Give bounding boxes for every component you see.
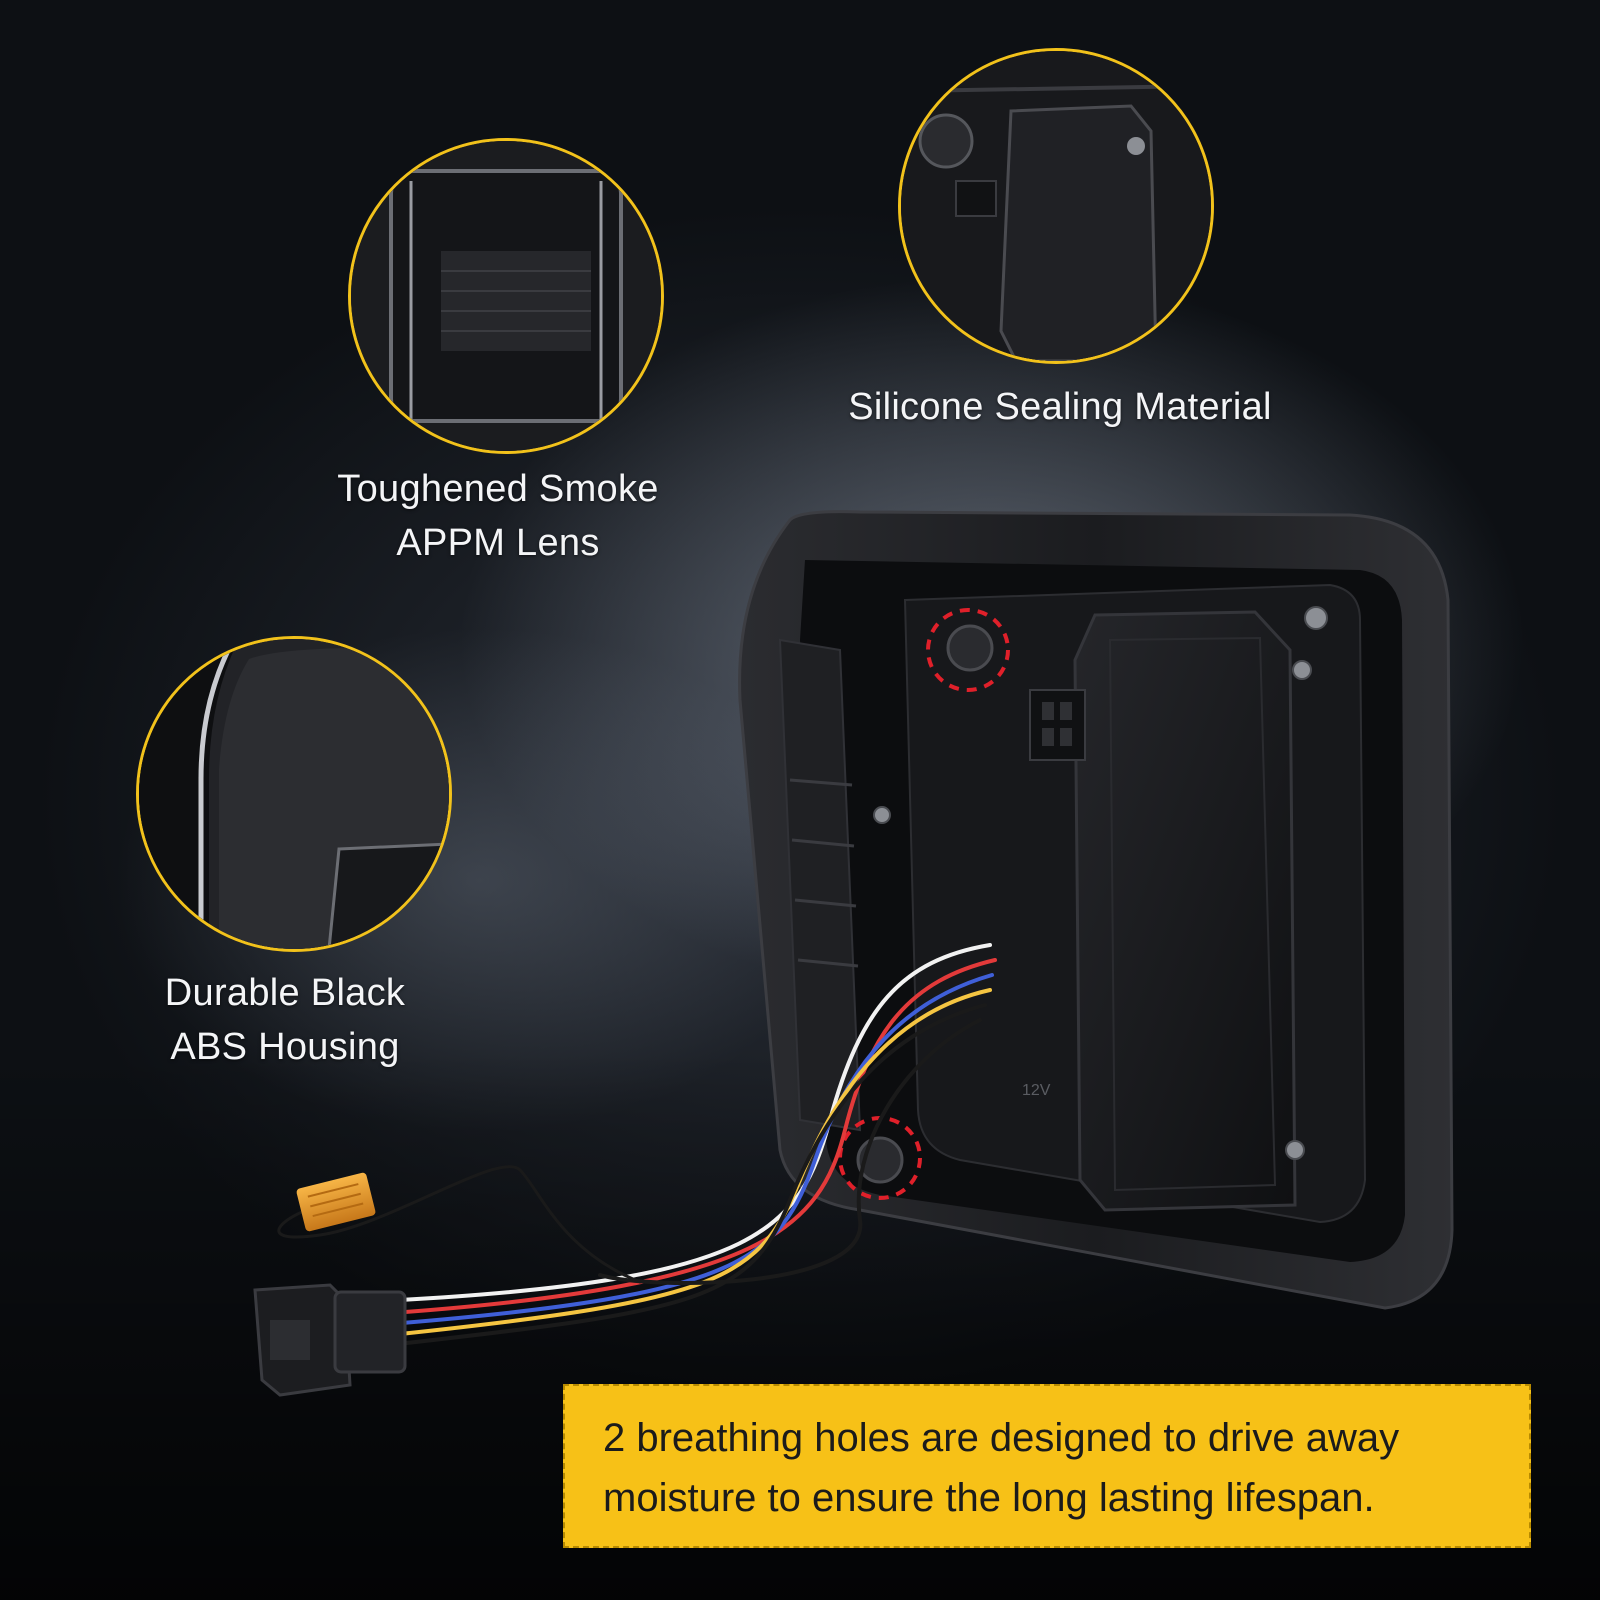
breathing-holes-note: 2 breathing holes are designed to drive … xyxy=(563,1384,1531,1548)
voltage-marking: 12V xyxy=(1022,1082,1051,1099)
note-line-2: moisture to ensure the long lasting life… xyxy=(603,1476,1375,1520)
callout-lens-image xyxy=(348,138,664,454)
label-housing: Durable Black ABS Housing xyxy=(164,972,406,1068)
breathing-hole-marker-top xyxy=(926,608,1010,692)
callout-housing-image xyxy=(136,636,452,952)
load-resistor xyxy=(296,1172,376,1232)
label-lens: Toughened Smoke APPM Lens xyxy=(337,468,659,564)
wire-connector-plug xyxy=(253,1283,407,1397)
label-sealing: Silicone Sealing Material xyxy=(848,386,1272,428)
callout-sealing-image xyxy=(898,48,1214,364)
note-line-1: 2 breathing holes are designed to drive … xyxy=(603,1416,1400,1460)
